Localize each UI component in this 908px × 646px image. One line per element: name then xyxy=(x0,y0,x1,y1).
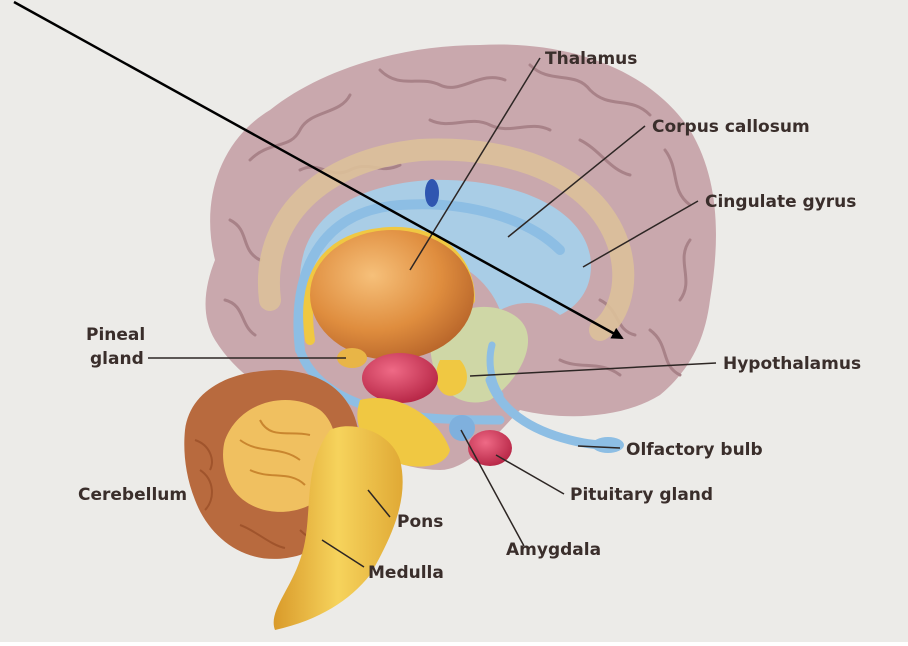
label-corpus-callosum: Corpus callosum xyxy=(652,117,810,137)
label-thalamus: Thalamus xyxy=(545,49,637,69)
label-pons: Pons xyxy=(397,512,443,532)
label-cerebellum: Cerebellum xyxy=(78,485,187,505)
label-cingulate-gyrus: Cingulate gyrus xyxy=(705,192,856,212)
label-hypothalamus: Hypothalamus xyxy=(723,354,861,374)
label-medulla: Medulla xyxy=(368,563,444,583)
amygdala-body xyxy=(362,353,438,403)
label-pineal-line2: gland xyxy=(90,349,144,369)
label-pituitary-gland: Pituitary gland xyxy=(570,485,713,505)
ventricle-marker xyxy=(425,179,439,207)
olfactory-bulb xyxy=(592,437,624,453)
thalamus xyxy=(310,230,474,360)
label-olfactory-bulb: Olfactory bulb xyxy=(626,440,763,460)
label-pineal-line1: Pineal xyxy=(86,325,145,345)
label-amygdala: Amygdala xyxy=(506,540,601,560)
mammillary-body xyxy=(449,415,475,441)
